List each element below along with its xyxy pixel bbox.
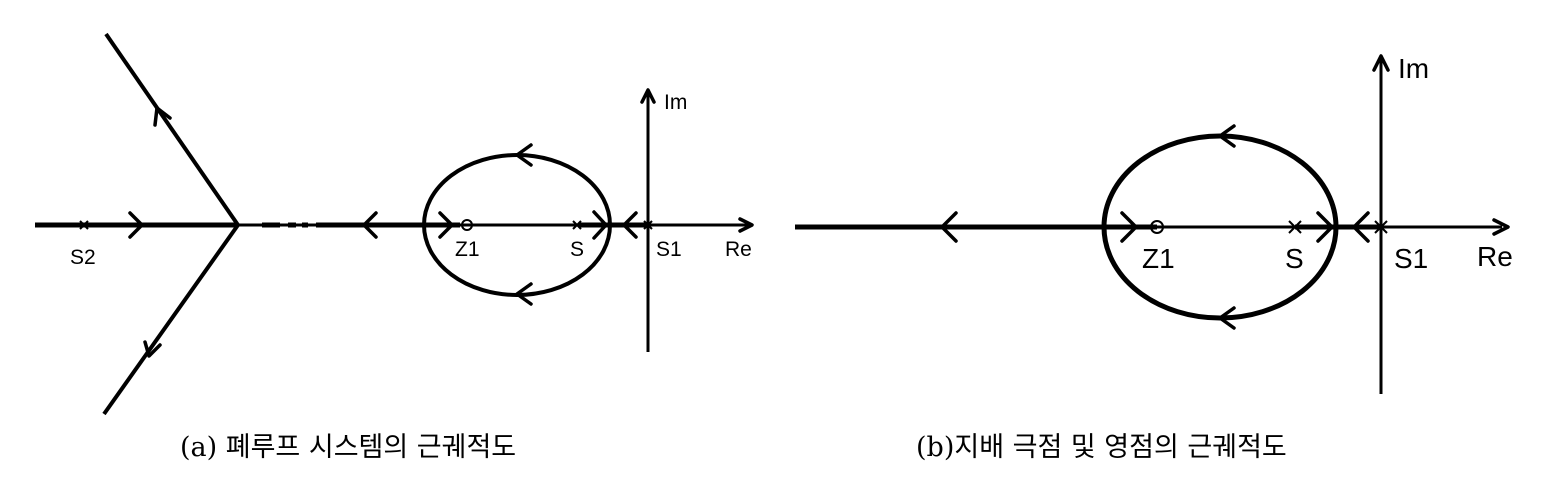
arrow-right-s-b [1316,211,1334,243]
arrow-right-s2 [128,211,144,239]
pole-s1-marker [643,220,653,230]
label-z1-a: Z1 [455,238,480,261]
label-re-b: Re [1477,241,1513,272]
locus-branch-lower [102,223,240,416]
label-z1-b: Z1 [1142,243,1175,274]
arrow-right-z1-b [1120,211,1138,243]
label-s1-b: S1 [1394,243,1428,274]
arrow-lower-branch [143,340,162,358]
arrow-left-s1-b [1352,211,1370,243]
real-axis-arrowhead-a [738,217,754,233]
arrow-ellipse-bottom-b [1218,306,1236,330]
zero-z1-marker [461,219,473,231]
arrow-upper-branch [153,106,172,127]
caption-a: (a) 폐루프 시스템의 근궤적도 [180,432,516,463]
panel-a: S2 Z1 S S1 Re Im (a) 폐루프 시스템의 근궤적도 [35,32,754,463]
caption-b: (b)지배 극점 및 영점의 근궤적도 [916,432,1287,463]
label-re-a: Re [725,238,752,261]
arrow-right-s [592,210,608,240]
zero-z1-marker-b [1150,220,1164,234]
pole-s1-marker-b [1374,220,1388,234]
arrow-ellipse-bottom [515,282,533,306]
arrow-left-far-b [940,211,958,243]
locus-branch-upper [104,32,240,227]
label-s-a: S [570,238,584,261]
arrow-left-mid [362,211,378,239]
pole-s-marker-b [1288,220,1302,234]
real-axis-arrowhead-b [1492,218,1510,236]
label-im-b: Im [1398,53,1429,84]
label-s-b: S [1285,243,1304,274]
pole-s2-marker [79,220,89,230]
arrow-ellipse-top [515,143,533,167]
imag-axis-arrowhead-b [1372,54,1390,72]
panel-b: Z1 S S1 Re Im (b)지배 극점 및 영점의 근궤적도 [795,53,1513,463]
label-s2-a: S2 [70,246,96,269]
arrow-right-z1 [438,211,454,239]
imag-axis-arrowhead-a [640,88,656,104]
arrow-ellipse-top-b [1218,124,1236,148]
pole-s-marker [572,220,582,230]
arrow-left-s1 [622,211,638,239]
label-s1-a: S1 [656,238,682,261]
label-im-a: Im [664,91,687,114]
